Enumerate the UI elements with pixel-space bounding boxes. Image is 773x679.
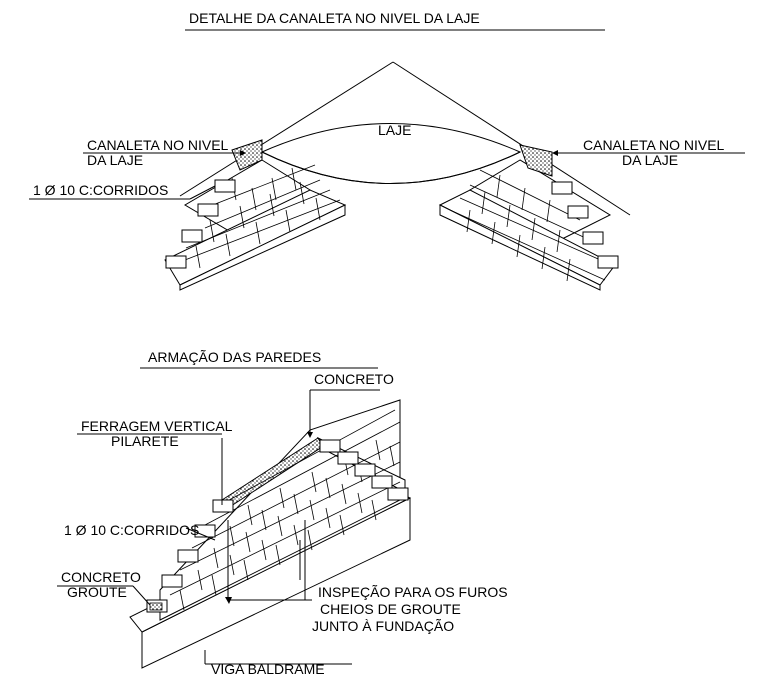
grout-label-2: GROUTE bbox=[67, 584, 127, 600]
bottom-detail: ARMAÇÃO DAS PAREDES bbox=[57, 349, 508, 677]
top-rebar-label: 1 Ø 10 C:CORRIDOS bbox=[33, 182, 168, 198]
vertical-steel-label-1: FERRAGEM VERTICAL bbox=[81, 418, 233, 434]
brick-courses bbox=[169, 409, 401, 611]
left-channel-hatch bbox=[231, 139, 263, 171]
right-channel-arrow bbox=[552, 150, 558, 156]
beam-label: VIGA BALDRAME bbox=[211, 661, 325, 677]
inspection-label-2: CHEIOS DE GROUTE bbox=[320, 601, 461, 617]
grout-label-1: CONCRETO bbox=[61, 569, 141, 585]
bottom-title: ARMAÇÃO DAS PAREDES bbox=[148, 349, 321, 365]
left-channel-arrow bbox=[240, 150, 246, 156]
top-rebar-leader-tip bbox=[189, 185, 216, 200]
concrete-label: CONCRETO bbox=[314, 371, 394, 387]
top-title: DETALHE DA CANALETA NO NIVEL DA LAJE bbox=[189, 10, 480, 26]
right-channel-label-2: DA LAJE bbox=[622, 152, 678, 168]
slab-right-edge bbox=[392, 61, 631, 216]
right-channel-label-1: CANALETA NO NIVEL bbox=[583, 137, 725, 153]
inspection-label-3: JUNTO À FUNDAÇÃO bbox=[312, 618, 454, 634]
slab-left-edge bbox=[179, 61, 394, 197]
slab-label: LAJE bbox=[378, 122, 411, 138]
inspection-arrow bbox=[225, 597, 232, 604]
left-steps bbox=[146, 499, 234, 613]
vertical-steel-label-2: PILARETE bbox=[111, 433, 179, 449]
left-channel-label-2: DA LAJE bbox=[87, 152, 143, 168]
top-detail: DETALHE DA CANALETA NO NIVEL DA LAJE LAJ… bbox=[29, 10, 745, 291]
slab-front-arc bbox=[261, 151, 521, 184]
bottom-rebar-label: 1 Ø 10 C:CORRIDOS bbox=[64, 522, 199, 538]
left-wall bbox=[164, 139, 347, 291]
left-channel-label-1: CANALETA NO NIVEL bbox=[87, 137, 229, 153]
concrete-arrow bbox=[307, 432, 313, 438]
inspection-label-1: INSPEÇÃO PARA OS FUROS bbox=[318, 584, 508, 600]
bottom-rebar-leader bbox=[185, 527, 216, 541]
right-steps bbox=[319, 439, 409, 501]
right-channel-hatch bbox=[519, 144, 553, 177]
grout-leader-tip bbox=[132, 585, 151, 606]
right-wall bbox=[438, 144, 619, 291]
